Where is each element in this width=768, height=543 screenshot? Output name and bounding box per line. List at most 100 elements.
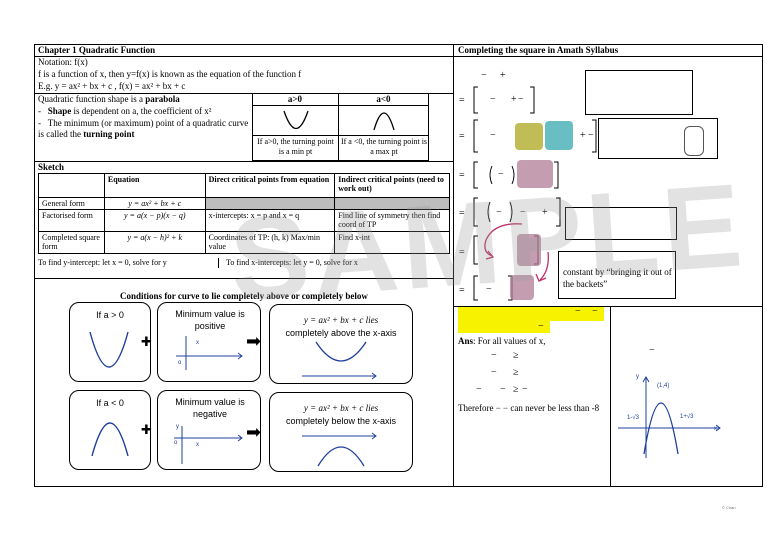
sketch-header-indirect: Indirect critical points (need to work o…	[334, 173, 450, 198]
bring-out-arrow-icon	[484, 223, 549, 282]
cond2-below-eq: y = ax² + bx + c lies	[303, 403, 379, 413]
left-title: Chapter 1 Quadratic Function	[38, 45, 156, 55]
step4-bracket-icon	[473, 197, 561, 227]
step1-eq: =	[459, 95, 465, 106]
function-line: f is a function of x, then y=f(x) is kno…	[38, 69, 302, 79]
graph-left-root-label: 1-√3	[627, 415, 639, 421]
step6-minus: −	[486, 284, 492, 295]
cond2-box-below	[269, 392, 413, 472]
cond2-min-label: Minimum value is negative	[175, 397, 245, 419]
sketch-header-equation: Equation	[103, 173, 206, 198]
step0-minus: −	[481, 70, 487, 81]
ineq2-minus: −	[491, 367, 497, 378]
cond1-x-label: x	[196, 340, 199, 346]
sketch-row2-form: Factorised form	[38, 209, 105, 232]
cond2-a-label: If a < 0	[96, 398, 124, 408]
therefore-text: Therefore − − can never be less than -8	[458, 403, 600, 413]
step1-bracket-icon	[473, 86, 535, 114]
q-minus-3: −	[538, 321, 544, 332]
cond1-u-curve-icon	[89, 331, 129, 368]
sketch-table: Equation Direct critical points from equ…	[38, 173, 450, 254]
step1-plus: +	[511, 94, 517, 105]
ineq3-ge: ≥	[513, 384, 519, 395]
shape-section-rule	[34, 93, 454, 94]
sketch-row2-indirect: Find line of symmetry then find coord of…	[334, 209, 450, 232]
sketch-row3-indirect: Find x-int	[334, 231, 450, 254]
bullet2-prefix: The minimum (or maximum) point of a quad…	[38, 118, 249, 139]
step1-minus: −	[490, 94, 496, 105]
cond2-x-label: x	[196, 442, 199, 448]
step4-minus-2: −	[520, 207, 526, 218]
graph-minus: −	[649, 345, 655, 356]
cond1-above-eq: y = ax² + bx + c lies	[303, 315, 379, 325]
sketch-header-blank	[38, 173, 105, 198]
shape-col2-caption: If a <0, the turning point is a max pt	[340, 137, 428, 156]
arrow-icon-2: ➡	[246, 422, 262, 442]
parabola-graph-icon	[618, 376, 721, 458]
mauve-highlight-3	[510, 275, 534, 300]
step2-eq: =	[459, 131, 465, 142]
footer-text: © Chan	[722, 505, 736, 510]
bullet1-bold: Shape	[47, 106, 72, 116]
arrow-icon: ➡	[246, 331, 262, 351]
bullet-dash: -	[38, 118, 48, 128]
bullet-shape: - Shape is dependent on a, the coefficie…	[38, 106, 252, 117]
n-shape-icon	[373, 112, 395, 131]
right-title: Completing the square in Amath Syllabus	[458, 45, 619, 55]
step3-bracket-icon	[473, 161, 559, 189]
right-lower-rule	[453, 306, 763, 307]
cond1-above-text: completely above the x-axis	[285, 328, 397, 338]
graph-y-label: y	[636, 374, 639, 380]
bullet1-rest: is dependent on a, the coefficient of x²	[71, 106, 212, 116]
cond1-box-a	[69, 302, 151, 382]
shape-col2-header: a<0	[376, 94, 391, 104]
sketch-row1-form: General form	[38, 197, 105, 210]
sketch-row3-equation: y = a(x − h)² + k	[103, 231, 206, 254]
cond2-box-a	[69, 390, 151, 470]
notation-line: Notation: f(x)	[38, 57, 88, 67]
sketch-row3-form: Completed square form	[38, 231, 105, 254]
step-box-1	[585, 70, 693, 115]
shape-intro: Quadratic function shape is a parabola	[38, 94, 250, 105]
graph-tp-label: (1,4)	[657, 383, 670, 389]
cond1-axes-sketch-icon	[176, 336, 243, 370]
cond2-y-label: y	[176, 424, 179, 430]
ans-line: Ans: For all values of x,	[458, 336, 546, 346]
left-header-rule	[34, 56, 454, 57]
plus-icon-2: ✚	[141, 422, 152, 437]
sketch-row1-indirect	[334, 197, 450, 210]
step-box-2-inner	[684, 126, 704, 156]
question-highlight-2	[458, 321, 550, 333]
right-panel	[453, 44, 763, 487]
sketch-header-direct: Direct critical points from equation	[204, 173, 336, 198]
question-highlight	[458, 307, 604, 321]
step4-eq: =	[459, 208, 465, 219]
ineq3-minus-3: −	[522, 384, 528, 395]
bullet-dash: -	[38, 106, 48, 116]
step4-minus: −	[496, 207, 502, 218]
cond1-box-above	[269, 304, 413, 384]
step1-minus-2: −	[518, 94, 524, 105]
shape-table-header-rule	[252, 105, 429, 106]
step-box-3	[565, 207, 677, 240]
shape-col1-caption: If a>0, the turning point is a min pt	[257, 137, 334, 156]
teal-highlight	[545, 121, 573, 150]
cond1-a-label: If a > 0	[96, 310, 124, 320]
mauve-highlight-2	[517, 234, 541, 266]
shape-table	[252, 93, 429, 161]
bullet-turning-point: - The minimum (or maximum) point of a qu…	[38, 118, 252, 140]
graph-right-root-label: 1+√3	[680, 414, 694, 420]
y-intercept-note: To find y-intercept: let x = 0, solve fo…	[38, 258, 167, 267]
bracket-note: constant by “bringing it out of the back…	[563, 267, 672, 289]
cond2-below-text: completely below the x-axis	[285, 416, 397, 426]
ineq3-minus-2: −	[500, 384, 506, 395]
step6-eq: =	[459, 285, 465, 296]
cond1-o-label: o	[178, 360, 182, 366]
shape-col1-header: a>0	[287, 94, 303, 104]
u-shape-icon	[283, 110, 309, 130]
sketch-row3-direct: Coordinates of TP: (h, k) Max/min value	[204, 231, 336, 254]
right-header-rule	[453, 56, 763, 57]
step-box-2	[598, 118, 718, 159]
ineq2-ge: ≥	[513, 367, 519, 378]
step2-bracket-icon	[473, 119, 597, 153]
